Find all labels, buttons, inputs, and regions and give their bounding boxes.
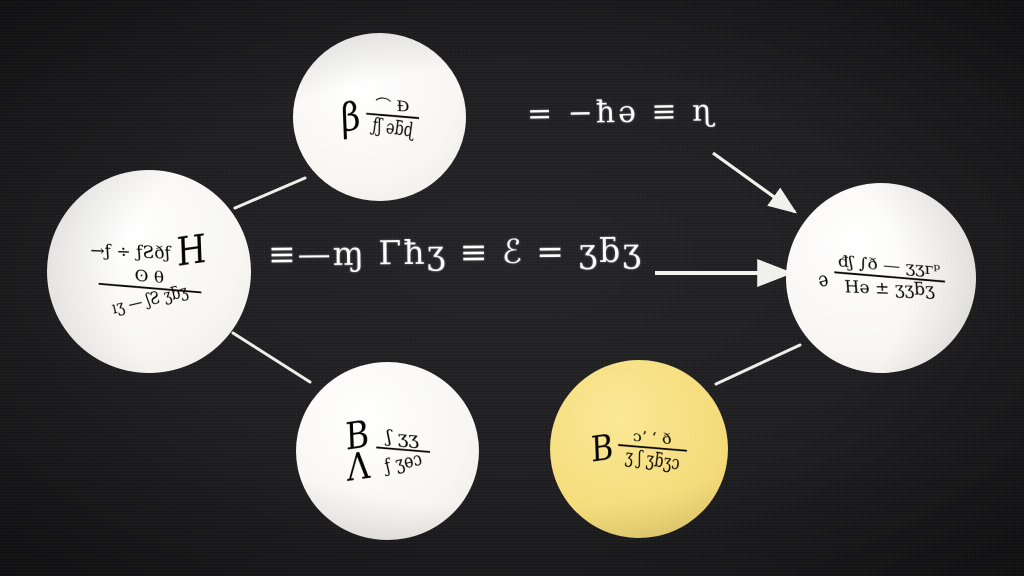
equation-top-text: = −ħə ≡ ɳ bbox=[526, 93, 717, 132]
link-left-to-bottomleft bbox=[231, 331, 312, 384]
node-highlight-fraction: ɔʼ ʻ ð ʒ ʃ ʒƃʒɔ bbox=[617, 427, 688, 474]
node-highlight-yellow[interactable]: Β ɔʼ ʻ ð ʒ ʃ ʒƃʒɔ bbox=[550, 360, 728, 538]
equation-top: = −ħə ≡ ɳ bbox=[527, 93, 717, 131]
equation-middle: ≡—ɱ Γħʒ ≡ ℰ = ʒƃʒ bbox=[268, 231, 643, 274]
node-bottom-left-denominator: ƒ ʒɵɔ bbox=[381, 447, 424, 478]
node-top-lead: β bbox=[339, 93, 361, 142]
link-left-to-top bbox=[233, 176, 307, 210]
link-highlight-to-right bbox=[714, 343, 802, 386]
equation-middle-text: ≡—ɱ Γħʒ ≡ ℰ = ʒƃʒ bbox=[267, 230, 644, 274]
node-bottom-left-lead: Β Λ bbox=[344, 411, 371, 491]
node-highlight-formula: Β ɔʼ ʻ ð ʒ ʃ ʒƃʒɔ bbox=[590, 427, 688, 474]
node-highlight-lead: Β bbox=[590, 427, 614, 471]
node-top-formula: β ⌒ Ð ƒʃ əƃɖ bbox=[339, 93, 419, 142]
node-left-formula: →ƒ ÷ ƒƧðƒ H ʘ θ ıʒ — ʃƧ ʒƃʒ bbox=[46, 225, 252, 318]
arrow-topequation-to-right bbox=[712, 151, 798, 214]
node-bottom-left[interactable]: Β Λ ʃ ʒʒ ƒ ʒɵɔ bbox=[296, 362, 479, 540]
node-right-lead: ə bbox=[815, 266, 831, 292]
node-top-fraction: ⌒ Ð ƒʃ əƃɖ bbox=[364, 95, 419, 141]
node-top[interactable]: β ⌒ Ð ƒʃ əƃɖ bbox=[293, 33, 466, 201]
node-left-lead: H bbox=[175, 225, 207, 276]
node-right-result[interactable]: ə đʃ ∫ð — ʒʒгᵖ Hə ± ʒʒƃʒ bbox=[786, 183, 976, 373]
node-right-formula: ə đʃ ∫ð — ʒʒгᵖ Hə ± ʒʒƃʒ bbox=[815, 253, 946, 301]
node-right-fraction: đʃ ∫ð — ʒʒгᵖ Hə ± ʒʒƃʒ bbox=[834, 253, 946, 301]
node-bottom-left-fraction: ʃ ʒʒ ƒ ʒɵɔ bbox=[374, 427, 430, 478]
node-bottom-left-formula: Β Λ ʃ ʒʒ ƒ ʒɵɔ bbox=[344, 411, 430, 490]
node-left-fraction: ʘ θ ıʒ — ʃƧ ʒƃʒ bbox=[97, 265, 201, 318]
node-left-top-row: →ƒ ÷ ƒƧðƒ bbox=[90, 240, 172, 263]
link-bottomleft-to-highlight bbox=[470, 416, 556, 417]
node-right-denominator: Hə ± ʒʒƃʒ bbox=[844, 277, 936, 301]
node-left-primary[interactable]: →ƒ ÷ ƒƧðƒ H ʘ θ ıʒ — ʃƧ ʒƃʒ bbox=[47, 170, 251, 373]
